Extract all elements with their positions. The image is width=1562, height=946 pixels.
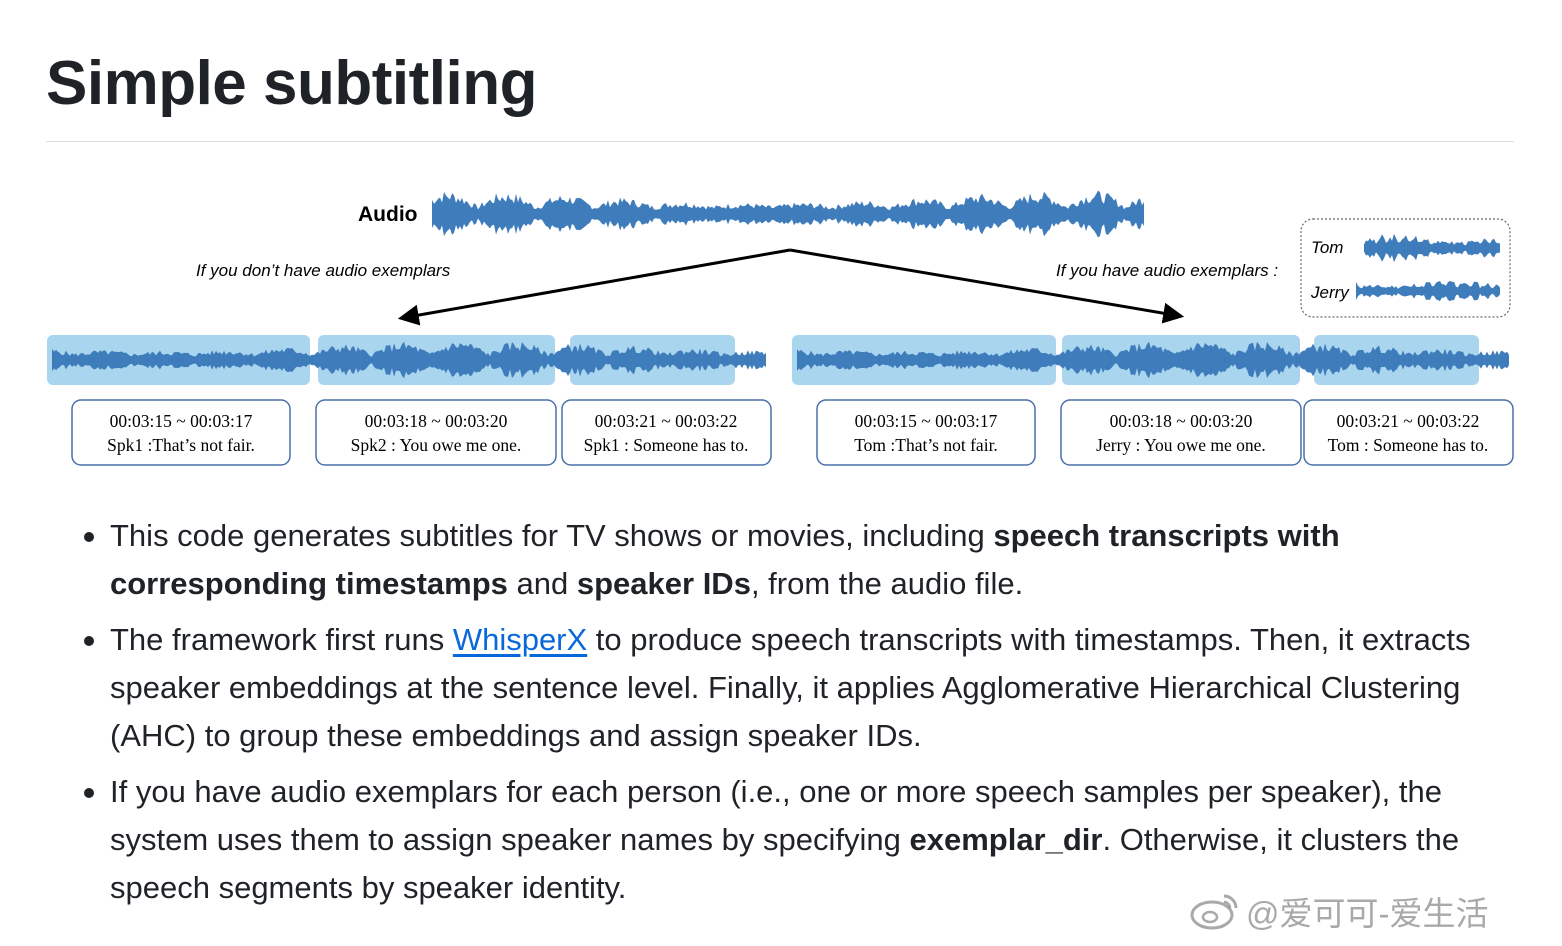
segmented-waveform-right [797,341,1509,379]
subtitle-box-frame [561,399,772,466]
bullet-item: If you have audio exemplars for each per… [84,768,1520,912]
left-segments [47,335,766,385]
subtitle-box-frame [71,399,291,466]
bullet-text: The framework first runs [110,622,453,657]
subtitle-box: 00:03:21 ~ 00:03:22 Tom : Someone has to… [1303,399,1514,466]
left-caption: If you don’t have audio exemplars [196,261,451,280]
subtitling-diagram: Audio If you don’t have audio exemplars … [47,190,1514,466]
bullet-item: The framework first runs WhisperX to pro… [84,616,1520,760]
subtitle-box: 00:03:15 ~ 00:03:17 Tom :That’s not fair… [816,399,1036,466]
subtitle-text: Tom :That’s not fair. [854,435,998,455]
audio-label: Audio [358,203,417,226]
subtitle-box-frame [1303,399,1514,466]
bullet-bold: speaker IDs [576,566,751,601]
subtitle-time: 00:03:18 ~ 00:03:20 [365,411,508,431]
exemplar-box [1300,218,1511,318]
description-list: This code generates subtitles for TV sho… [84,512,1520,920]
bullet-text: and [507,566,577,601]
split-arrows [397,248,1185,326]
subtitle-box: 00:03:15 ~ 00:03:17 Spk1 :That’s not fai… [71,399,291,466]
subtitle-text: Jerry : You owe me one. [1096,435,1266,455]
subtitle-box-frame [315,399,557,466]
bullet-text: . Otherwise, it clusters the speech segm… [110,822,1460,905]
subtitle-text: Spk2 : You owe me one. [351,435,522,455]
exemplar-waveform-jerry [1356,281,1500,301]
exemplar-panel: Tom Jerry [1300,218,1511,318]
subtitle-box-frame [816,399,1036,466]
main-waveform [432,190,1144,238]
subtitle-text: Tom : Someone has to. [1328,435,1489,455]
page-title: Simple subtitling [46,49,537,118]
arrow-right [789,248,1185,324]
subtitle-box: 00:03:18 ~ 00:03:20 Jerry : You owe me o… [1060,399,1302,466]
subtitle-time: 00:03:21 ~ 00:03:22 [1337,411,1480,431]
bullet-text: , from the audio file. [750,566,1024,601]
title-divider [46,141,1514,142]
subtitle-time: 00:03:18 ~ 00:03:20 [1110,411,1253,431]
subtitle-box: 00:03:18 ~ 00:03:20 Spk2 : You owe me on… [315,399,557,466]
arrow-left [397,248,791,326]
right-segments [792,335,1509,385]
watermark-text: @爱可可-爱生活 [1246,895,1489,932]
subtitle-time: 00:03:21 ~ 00:03:22 [595,411,738,431]
subtitle-box-frame [1060,399,1302,466]
bullet-text: If you have audio exemplars for each per… [110,774,1442,857]
bullet-text: to produce speech transcripts with times… [110,622,1471,753]
watermark: @爱可可-爱生活 [1188,886,1550,936]
subtitle-time: 00:03:15 ~ 00:03:17 [110,411,253,431]
exemplar-name-jerry: Jerry [1310,283,1350,302]
whisperx-link[interactable]: WhisperX [452,622,588,657]
bullet-item: This code generates subtitles for TV sho… [84,512,1520,608]
bullet-text: This code generates subtitles for TV sho… [110,518,994,553]
subtitle-text: Spk1 :That’s not fair. [107,435,255,455]
weibo-icon [1190,894,1238,930]
bullet-bold: speech transcripts with corresponding ti… [110,518,1340,601]
segmented-waveform-left [52,341,766,379]
right-caption: If you have audio exemplars : [1056,261,1278,280]
bullet-bold: exemplar_dir [909,822,1103,857]
subtitle-box: 00:03:21 ~ 00:03:22 Spk1 : Someone has t… [561,399,772,466]
exemplar-waveform-tom [1364,233,1500,263]
subtitle-time: 00:03:15 ~ 00:03:17 [855,411,998,431]
subtitle-text: Spk1 : Someone has to. [584,435,749,455]
exemplar-name-tom: Tom [1311,238,1343,257]
